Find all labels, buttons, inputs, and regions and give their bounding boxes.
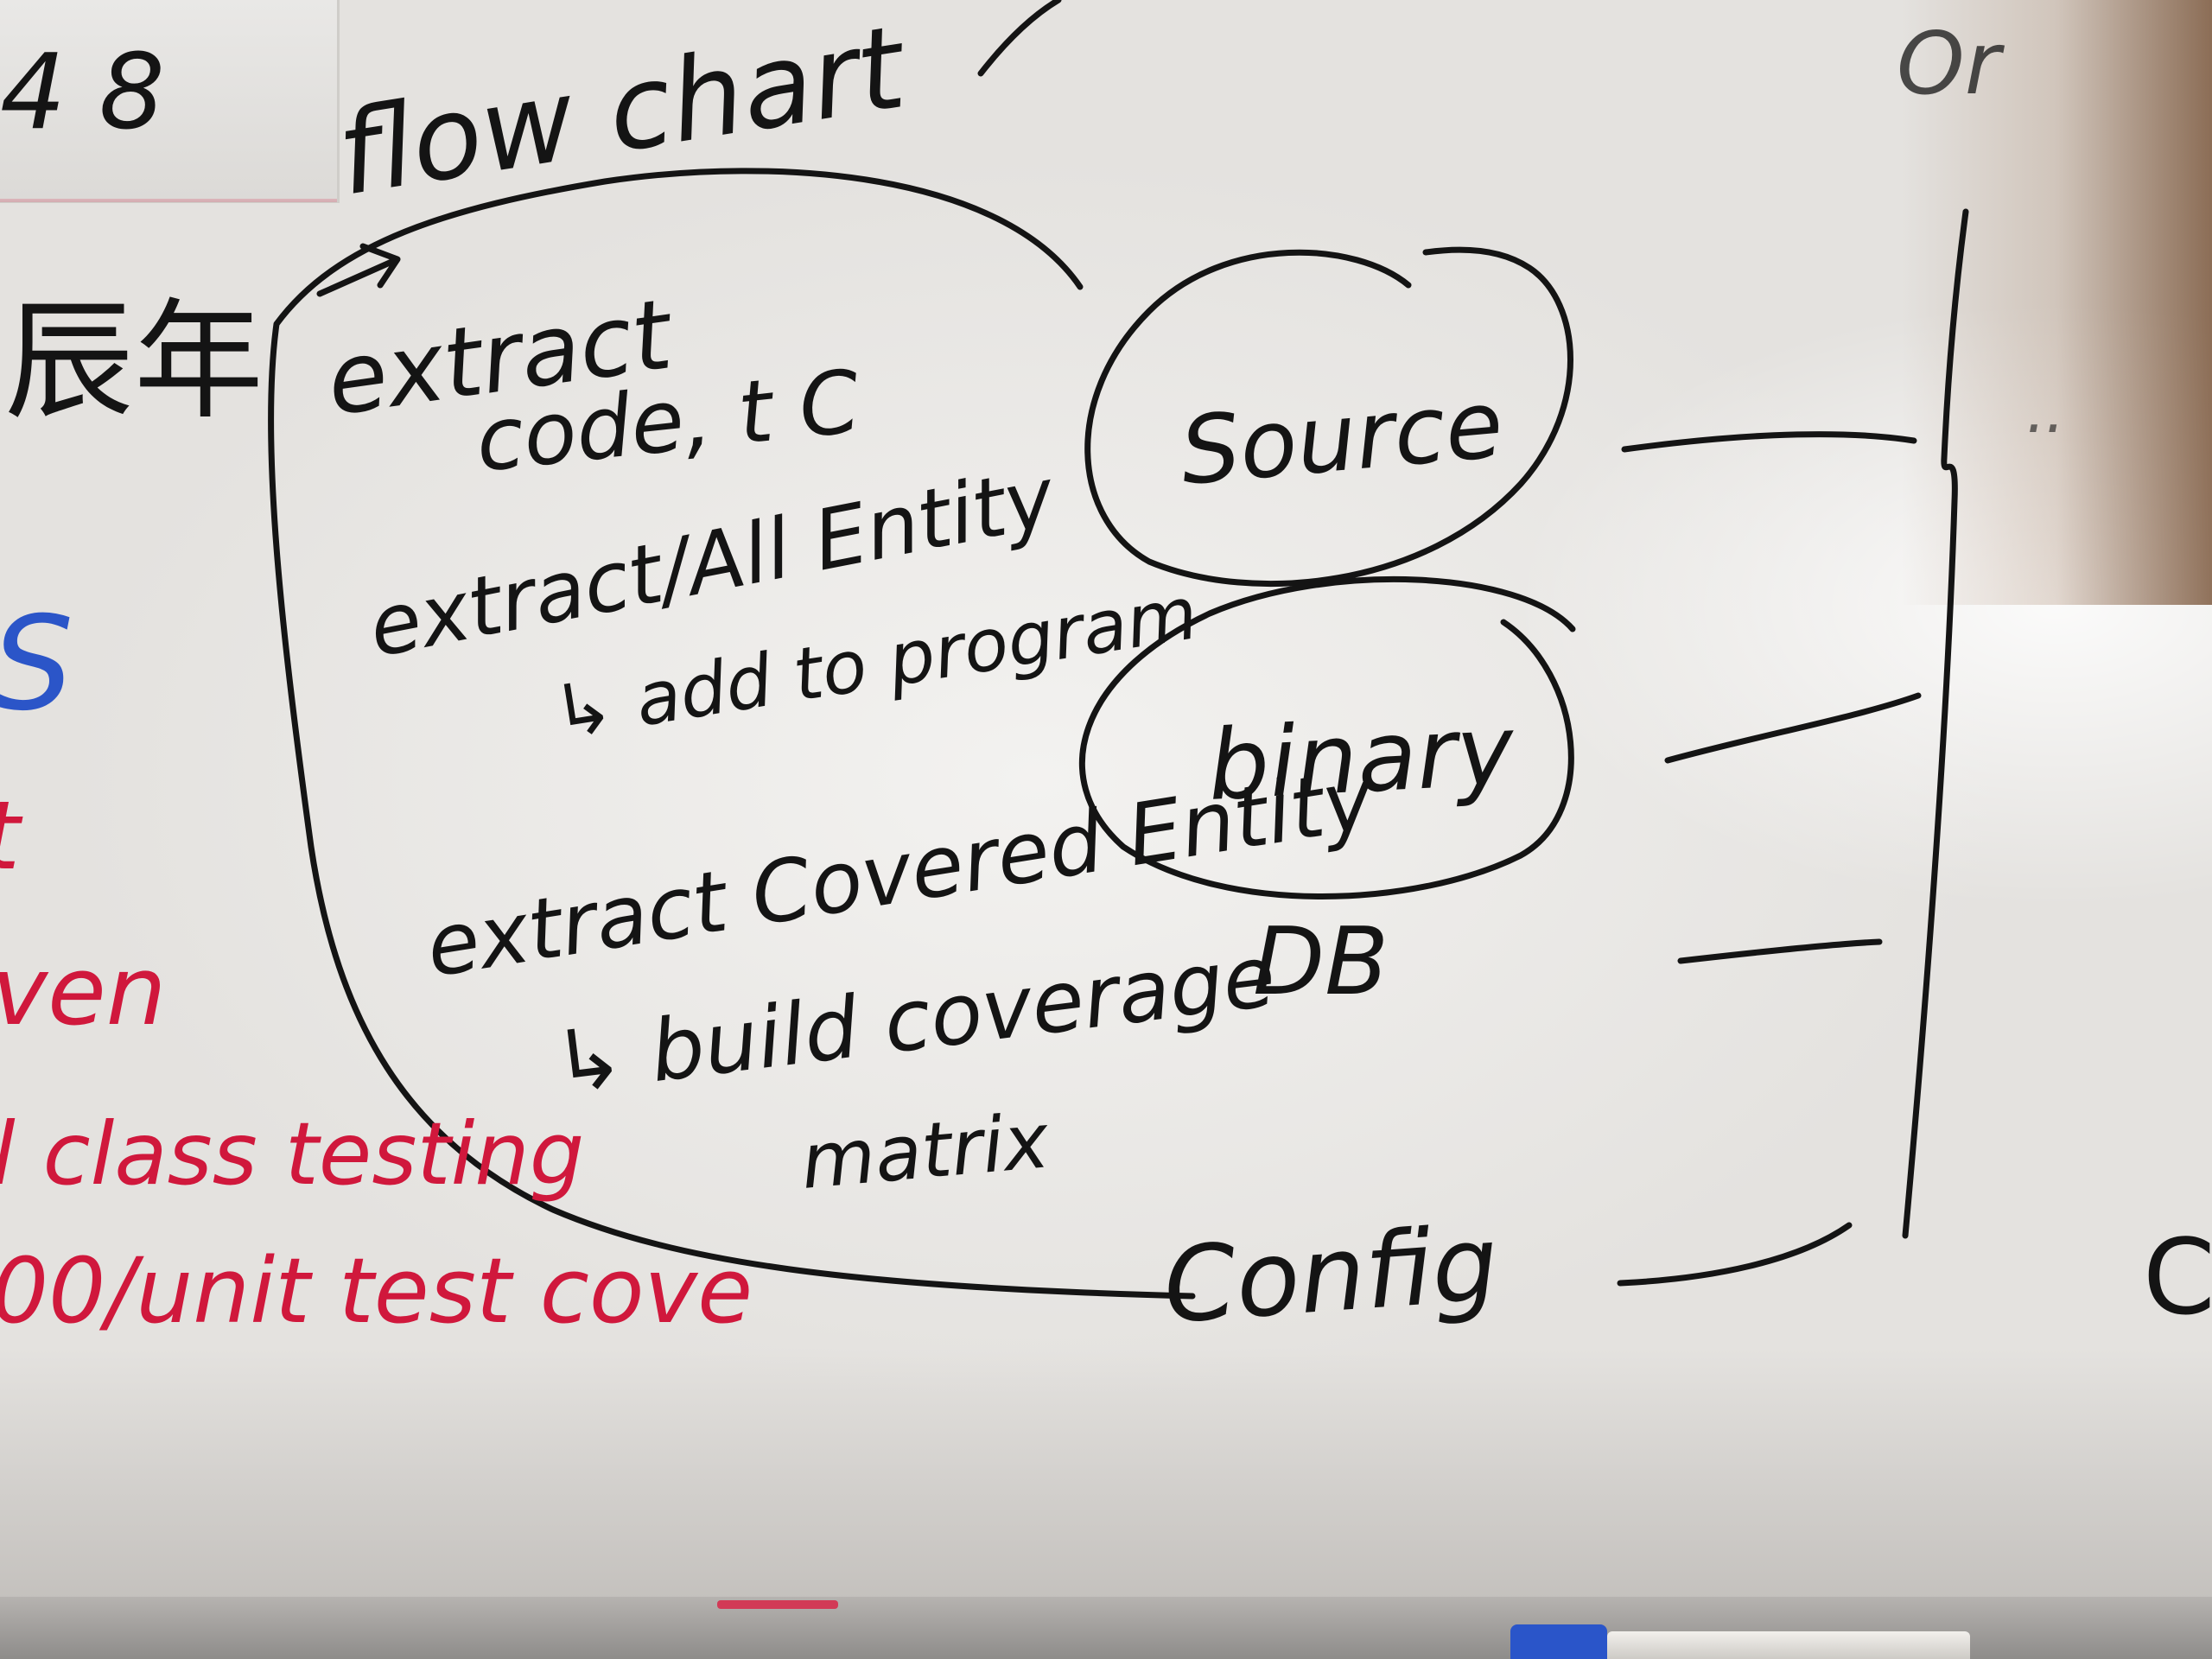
marker-cap: [1510, 1624, 1607, 1659]
matrix-line: matrix: [798, 1096, 1053, 1206]
connector-source: [1621, 431, 1917, 453]
connector-binary: [1664, 692, 1922, 764]
paper-note: [0, 0, 340, 203]
red-even: ven: [0, 936, 167, 1046]
red-unit-test: 00/unit test cove: [0, 1238, 753, 1344]
right-top-text: Or: [1897, 13, 2005, 114]
connector-config: [1617, 1222, 1853, 1287]
title-stroke: [977, 0, 1062, 77]
binary-ellipse: [1079, 575, 1576, 899]
connector-db: [1677, 938, 1883, 964]
right-bottom-text: C: [2143, 1218, 2212, 1338]
right-bracket: [1902, 208, 1969, 1239]
red-class-testing: l class testing: [0, 1103, 584, 1205]
right-dots: ..: [2026, 376, 2065, 447]
marker-body: [1607, 1631, 1970, 1659]
board-bottom-shade: [0, 1348, 2212, 1599]
binary-label: binary: [1205, 695, 1518, 823]
flow-region-outline: [268, 168, 1196, 1300]
source-label: Source: [1176, 371, 1507, 506]
tray-red-stain: [717, 1600, 838, 1609]
chinese-note: 辰年: [4, 287, 264, 437]
source-ellipse: [1084, 246, 1573, 588]
flow-arrow: [316, 243, 401, 297]
flow-chart-title: flow chart: [329, 1, 916, 222]
red-t: t: [0, 780, 23, 891]
whiteboard-surface: [0, 0, 2212, 1599]
corner-digits: 4 8: [0, 33, 165, 153]
config-label: Config: [1160, 1204, 1502, 1347]
blue-letter: S: [0, 589, 73, 740]
db-label: DB: [1253, 908, 1389, 1016]
paper-note-edge: [0, 199, 337, 202]
